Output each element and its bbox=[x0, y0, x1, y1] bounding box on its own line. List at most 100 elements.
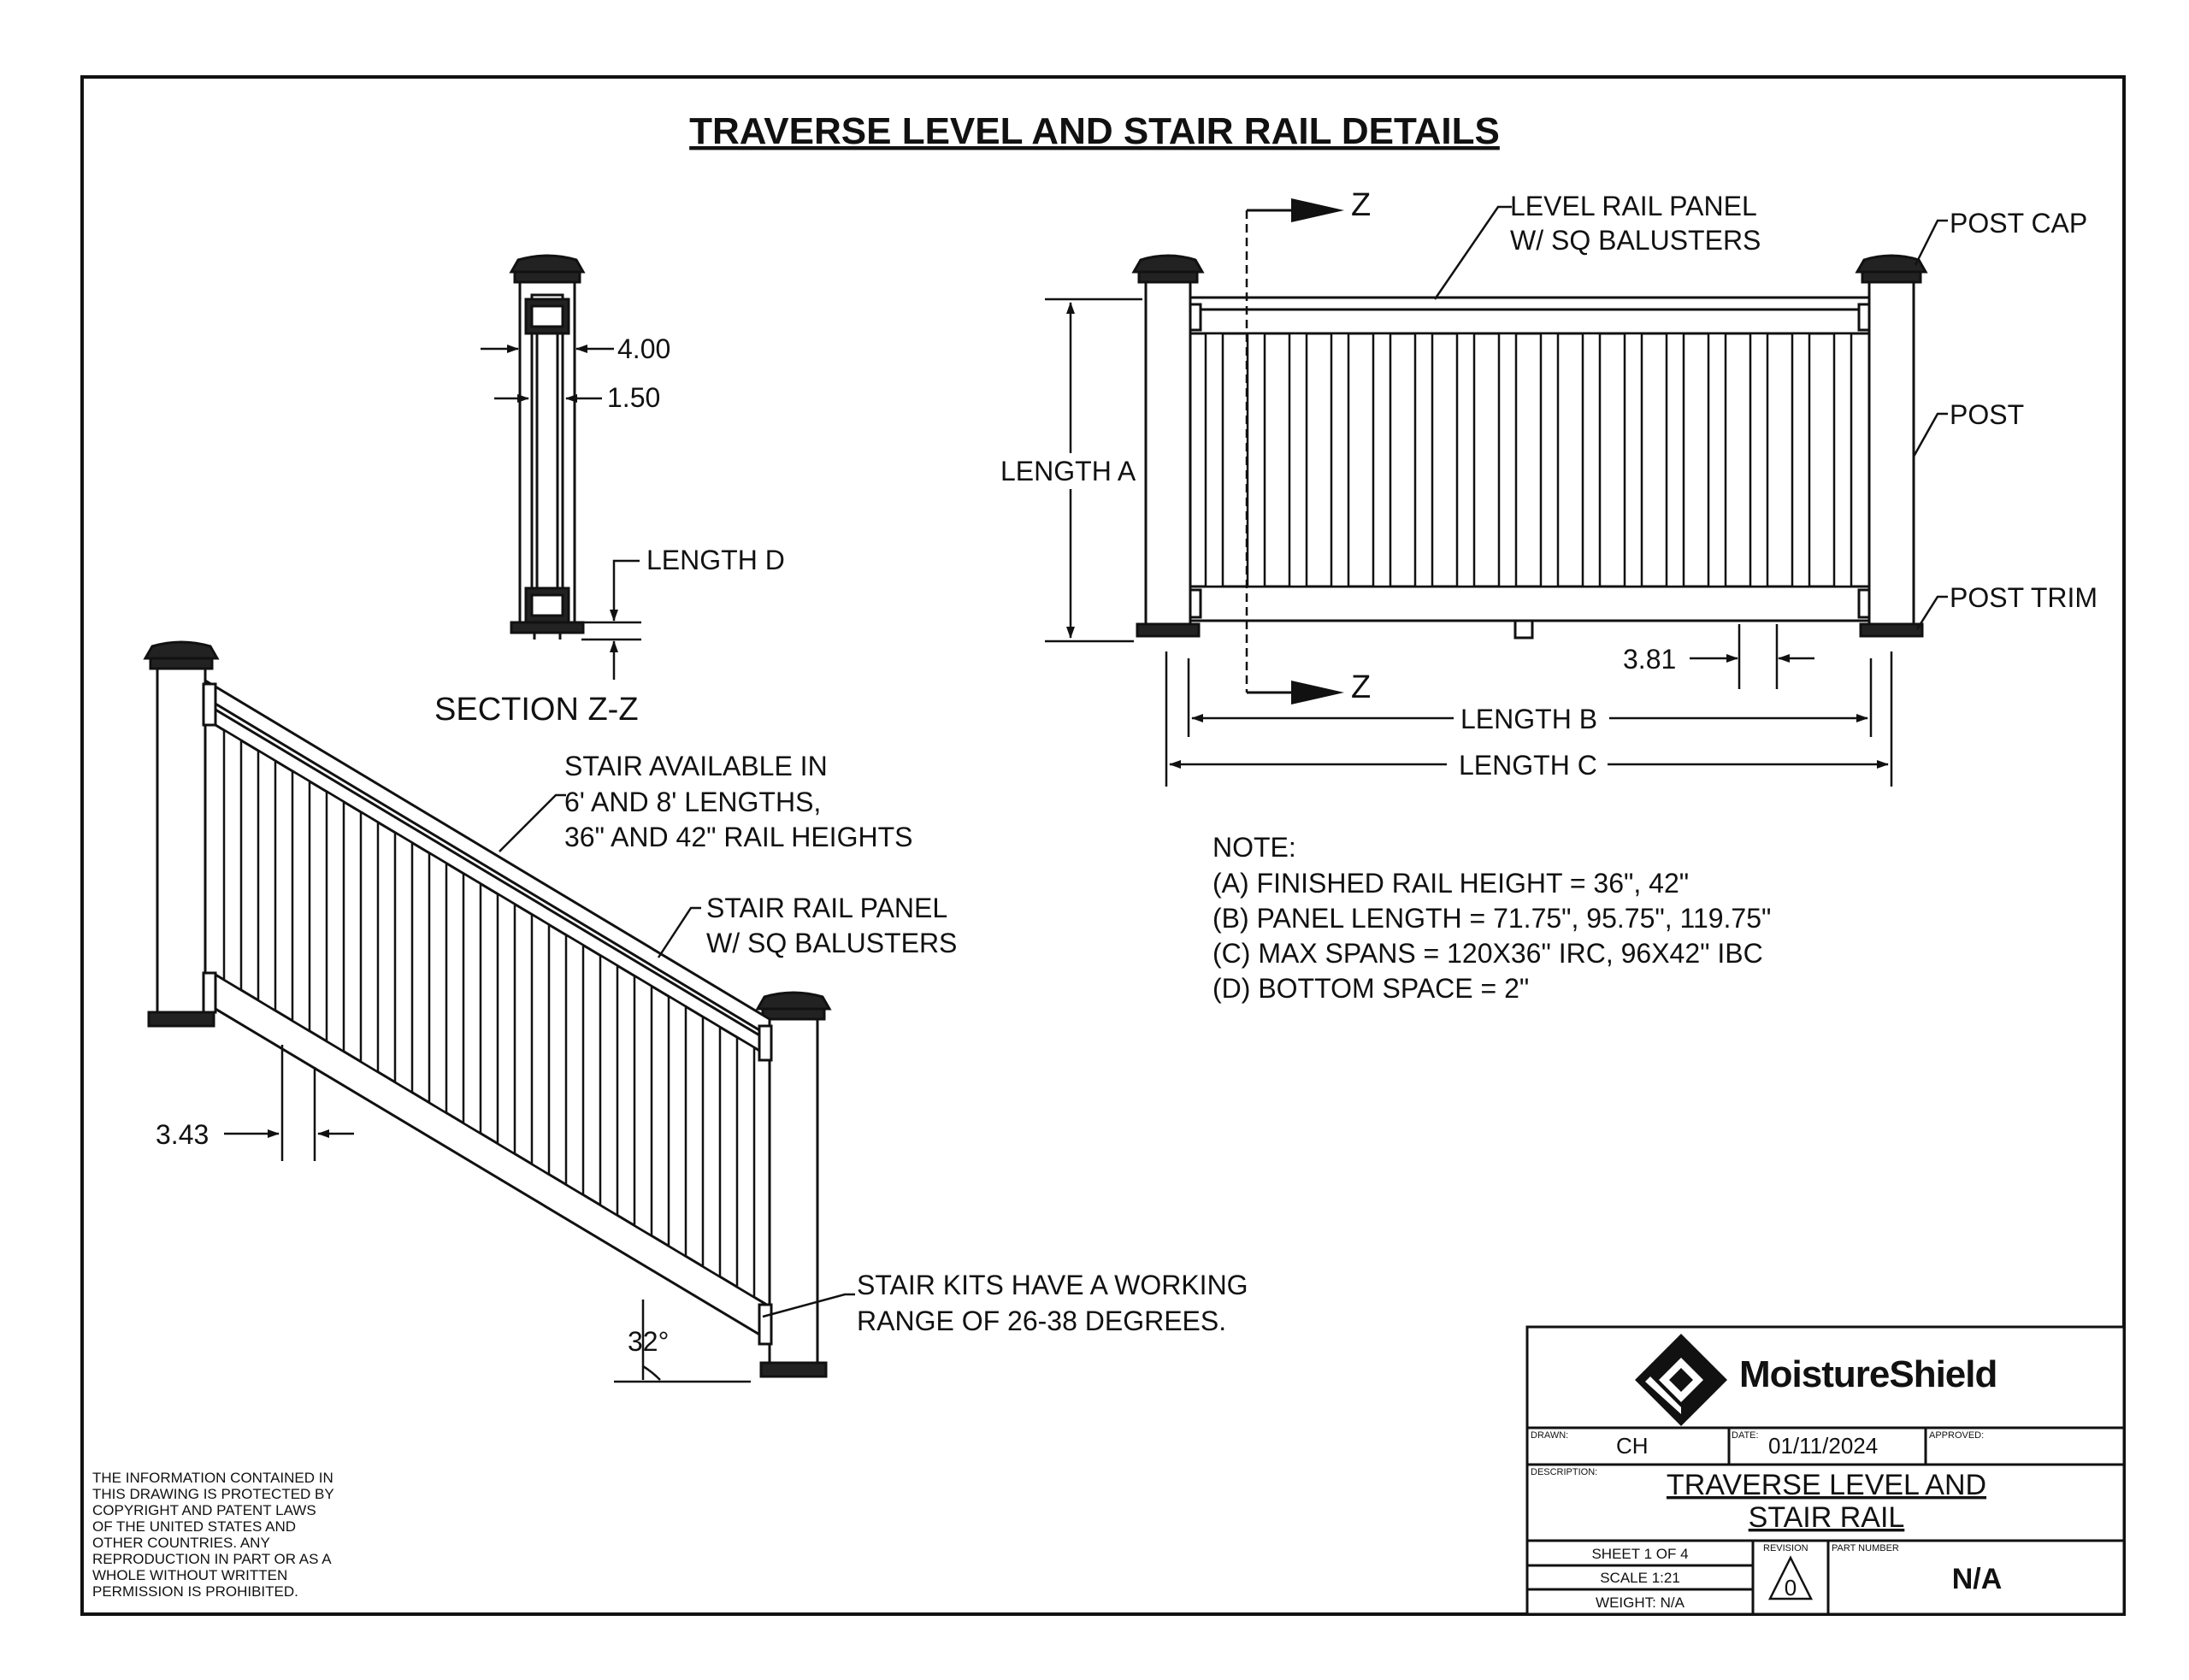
level-baluster bbox=[1791, 332, 1811, 588]
date-label: DATE: bbox=[1732, 1430, 1759, 1441]
spacing-dimension-level bbox=[1690, 624, 1814, 689]
stair-baluster bbox=[291, 769, 311, 1034]
stair-baluster bbox=[359, 810, 380, 1074]
stair-baluster bbox=[325, 789, 345, 1054]
level-baluster bbox=[1749, 332, 1769, 588]
brand-name: MoistureShield bbox=[1739, 1353, 1997, 1395]
stair-baluster bbox=[462, 871, 482, 1135]
level-balusters bbox=[1204, 332, 1853, 588]
drawn-by: CH bbox=[1616, 1433, 1649, 1459]
post-label: POST bbox=[1950, 399, 2024, 430]
length-c-label: LENGTH C bbox=[1459, 750, 1597, 781]
note-c: (C) MAX SPANS = 120X36" IRC, 96X42" IBC bbox=[1213, 938, 1763, 969]
description-label: DESCRIPTION: bbox=[1531, 1467, 1597, 1477]
stair-spacing-label: 3.43 bbox=[156, 1119, 209, 1150]
part-number-value: N/A bbox=[1952, 1563, 2003, 1595]
sheet-number: SHEET 1 OF 4 bbox=[1591, 1546, 1688, 1562]
length-b-label: LENGTH B bbox=[1460, 704, 1597, 734]
spacing-dimension-stair bbox=[224, 1045, 354, 1161]
stair-baluster bbox=[257, 748, 277, 1013]
level-baluster bbox=[1372, 332, 1392, 588]
section-z-z-view bbox=[509, 254, 586, 640]
date-value: 01/11/2024 bbox=[1768, 1433, 1878, 1459]
title-block bbox=[1525, 1325, 2126, 1616]
copyright-notice: THE INFORMATION CONTAINED IN THIS DRAWIN… bbox=[92, 1470, 334, 1600]
stair-range-1: STAIR KITS HAVE A WORKING bbox=[857, 1270, 1248, 1300]
stair-avail-1: STAIR AVAILABLE IN bbox=[564, 751, 828, 781]
svg-text:THIS DRAWING IS PROTECTED BY: THIS DRAWING IS PROTECTED BY bbox=[92, 1486, 334, 1502]
svg-text:REPRODUCTION IN PART OR AS A: REPRODUCTION IN PART OR AS A bbox=[92, 1551, 332, 1567]
note-d: (D) BOTTOM SPACE = 2" bbox=[1213, 973, 1529, 1004]
level-baluster bbox=[1246, 332, 1266, 588]
weight-value: WEIGHT: N/A bbox=[1596, 1595, 1685, 1611]
level-baluster bbox=[1832, 332, 1853, 588]
description-line-2: STAIR RAIL bbox=[1749, 1501, 1905, 1534]
svg-text:PERMISSION IS PROHIBITED.: PERMISSION IS PROHIBITED. bbox=[92, 1583, 298, 1600]
level-baluster bbox=[1665, 332, 1685, 588]
part-number-label: PART NUMBER bbox=[1832, 1543, 1899, 1553]
level-baluster bbox=[1204, 332, 1224, 588]
level-rail-view bbox=[1131, 254, 1928, 640]
post-trim-label: POST TRIM bbox=[1950, 582, 2098, 613]
angle-label: 32° bbox=[628, 1326, 669, 1357]
arrow-icon bbox=[1291, 198, 1344, 222]
stair-baluster bbox=[701, 1015, 722, 1279]
revision-value: 0 bbox=[1785, 1575, 1797, 1600]
section-length-d: LENGTH D bbox=[646, 545, 785, 575]
drawing-title: TRAVERSE LEVEL AND STAIR RAIL DETAILS bbox=[689, 110, 1500, 152]
revision-triangle-icon bbox=[1767, 1555, 1814, 1600]
description-line-1: TRAVERSE LEVEL AND bbox=[1667, 1469, 1986, 1501]
stair-panel-label-1: STAIR RAIL PANEL bbox=[706, 893, 947, 923]
stair-range-2: RANGE OF 26-38 DEGREES. bbox=[857, 1306, 1226, 1336]
length-a-label: LENGTH A bbox=[1000, 456, 1136, 486]
level-baluster bbox=[1288, 332, 1308, 588]
stair-baluster bbox=[599, 953, 619, 1217]
stair-panel-label-2: W/ SQ BALUSTERS bbox=[706, 928, 957, 958]
cut-marker-bottom: Z bbox=[1351, 669, 1371, 705]
svg-text:WHOLE WITHOUT WRITTEN: WHOLE WITHOUT WRITTEN bbox=[92, 1567, 287, 1583]
moistureshield-logo-icon bbox=[1635, 1334, 1727, 1426]
stair-baluster bbox=[428, 851, 448, 1115]
stair-baluster bbox=[735, 1035, 756, 1300]
note-a: (A) FINISHED RAIL HEIGHT = 36", 42" bbox=[1213, 868, 1689, 899]
stair-baluster bbox=[633, 974, 653, 1238]
section-cut-line bbox=[1245, 198, 1344, 704]
stair-baluster bbox=[564, 933, 585, 1197]
revision-label: REVISION bbox=[1763, 1543, 1808, 1553]
note-b: (B) PANEL LENGTH = 71.75", 95.75", 119.7… bbox=[1213, 903, 1771, 934]
level-spacing-label: 3.81 bbox=[1623, 644, 1676, 675]
level-baluster bbox=[1413, 332, 1434, 588]
svg-text:COPYRIGHT AND PATENT LAWS: COPYRIGHT AND PATENT LAWS bbox=[92, 1502, 316, 1518]
cut-marker-top: Z bbox=[1351, 187, 1371, 223]
level-baluster bbox=[1455, 332, 1476, 588]
drawing-border bbox=[80, 75, 2126, 1616]
level-baluster bbox=[1707, 332, 1727, 588]
level-baluster bbox=[1581, 332, 1602, 588]
svg-text:OF THE UNITED STATES AND: OF THE UNITED STATES AND bbox=[92, 1518, 296, 1535]
stair-baluster bbox=[496, 892, 516, 1156]
level-panel-label-2: W/ SQ BALUSTERS bbox=[1510, 225, 1761, 256]
section-dim-inner: 1.50 bbox=[607, 382, 660, 413]
section-dimensions bbox=[481, 345, 641, 680]
section-label: SECTION Z-Z bbox=[434, 692, 639, 728]
svg-text:THE INFORMATION CONTAINED IN: THE INFORMATION CONTAINED IN bbox=[92, 1470, 333, 1486]
angle-dimension bbox=[614, 1300, 751, 1383]
length-b-c-dimensions bbox=[1165, 651, 1893, 787]
section-dim-width: 4.00 bbox=[617, 333, 670, 364]
level-baluster bbox=[1623, 332, 1643, 588]
level-panel-label-1: LEVEL RAIL PANEL bbox=[1510, 191, 1757, 221]
stair-balusters bbox=[222, 728, 756, 1300]
level-baluster bbox=[1497, 332, 1518, 588]
level-baluster bbox=[1330, 332, 1350, 588]
stair-baluster bbox=[530, 912, 551, 1176]
stair-avail-3: 36" AND 42" RAIL HEIGHTS bbox=[564, 822, 912, 852]
notes-heading: NOTE: bbox=[1213, 832, 1296, 863]
scale-value: SCALE 1:21 bbox=[1600, 1570, 1680, 1586]
level-rail-leaders bbox=[1433, 205, 1948, 630]
arrow-icon bbox=[1291, 681, 1344, 704]
stair-baluster bbox=[222, 728, 243, 993]
post-cap-label: POST CAP bbox=[1950, 208, 2087, 239]
length-a-dimension bbox=[1045, 298, 1142, 643]
stair-baluster bbox=[667, 994, 687, 1259]
